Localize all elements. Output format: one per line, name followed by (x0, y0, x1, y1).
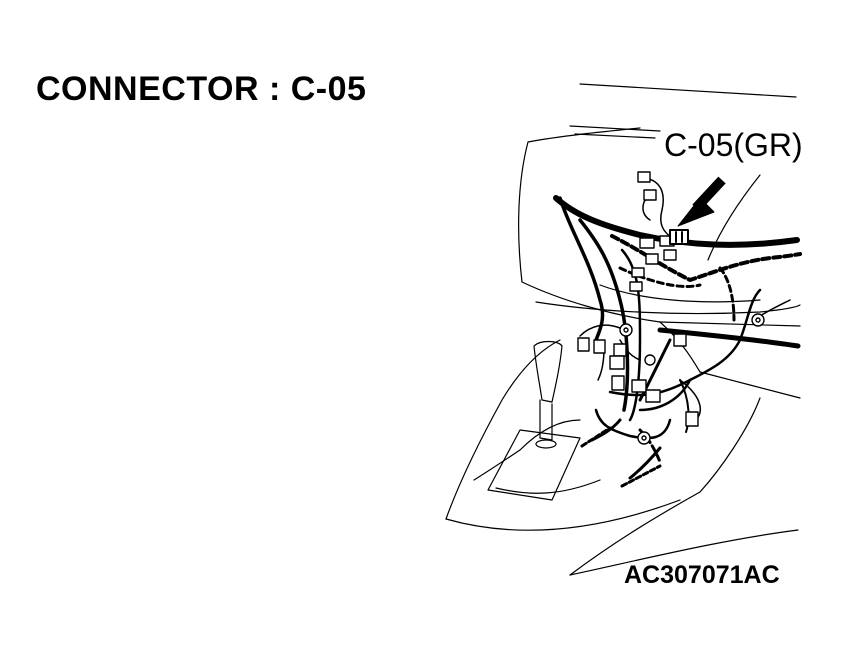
connector-callout-label: C-05(GR) (664, 127, 803, 163)
pointer-arrow-icon (677, 176, 726, 227)
figure-id: AC307071AC (624, 561, 780, 589)
dashboard-outline (518, 83, 801, 576)
c-05-connector (669, 229, 689, 245)
connectors (577, 171, 699, 427)
shift-console (445, 339, 681, 531)
thin-wires (579, 177, 791, 421)
page-title: CONNECTOR : C-05 (36, 70, 367, 108)
ground-terminals (619, 313, 765, 445)
